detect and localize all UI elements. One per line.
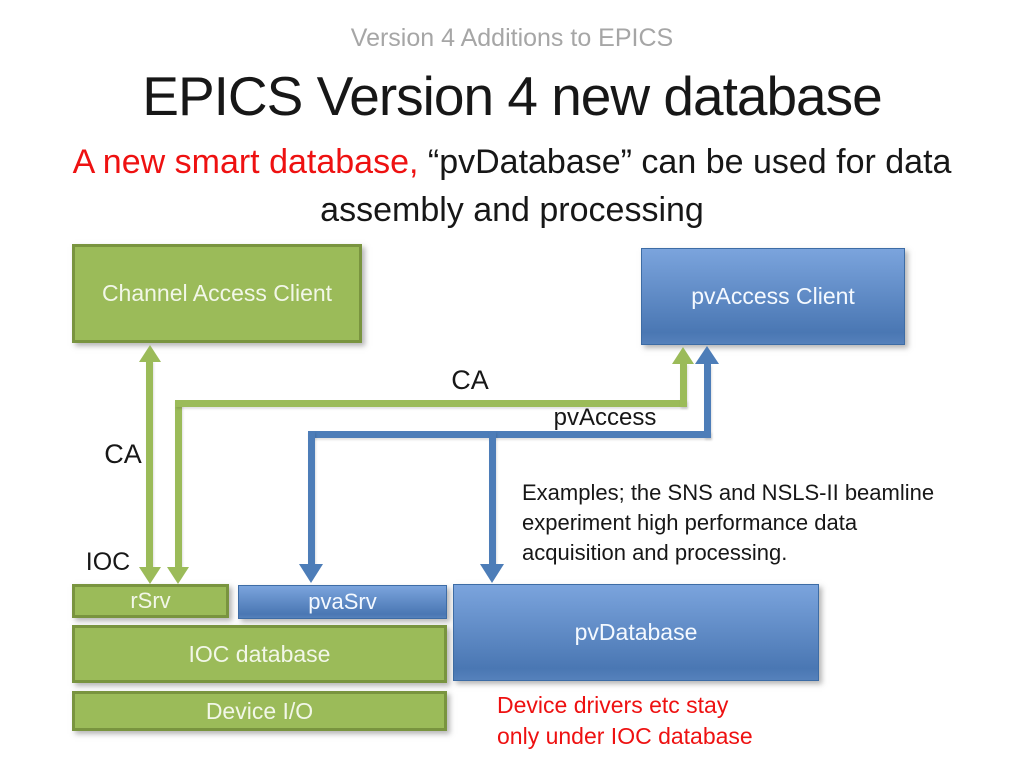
ca-path-horizontal-line [175, 400, 687, 407]
box-pvaccess-client: pvAccess Client [641, 248, 905, 345]
label-ioc: IOC [85, 548, 131, 576]
pvaccess-arrowhead-down-pvdatabase-icon [480, 564, 504, 583]
ca-path-arrowhead-up-icon [672, 347, 694, 364]
pvaccess-path-vertical-pvasrv-line [308, 431, 315, 565]
ca-double-arrow-line [146, 360, 153, 568]
ca-path-vertical-right-line [680, 363, 687, 407]
examples-note-line2: experiment high performance data [522, 510, 858, 535]
device-drivers-note: Device drivers etc stay only under IOC d… [497, 690, 827, 752]
box-device-io: Device I/O [72, 691, 447, 731]
box-rsrv: rSrv [72, 584, 229, 618]
label-ca-left: CA [104, 439, 142, 469]
slide-subtitle: A new smart database, “pvDatabase” can b… [0, 138, 1024, 234]
label-ca-top: CA [451, 365, 489, 395]
pvaccess-path-vertical-pvdatabase-line [489, 431, 496, 565]
examples-note-line3: acquisition and processing. [522, 540, 788, 565]
ca-path-vertical-left-line [175, 400, 182, 568]
label-pvaccess: pvAccess [553, 404, 657, 431]
ca-double-arrowhead-down-icon [139, 567, 161, 584]
subtitle-line2: assembly and processing [320, 191, 704, 229]
box-pvasrv: pvaSrv [238, 585, 447, 619]
subtitle-rest-text: “pvDatabase” can be used for data [418, 143, 952, 181]
pvaccess-path-vertical-right-line [704, 364, 711, 438]
subtitle-red-text: A new smart database, [72, 143, 419, 181]
slide-header: Version 4 Additions to EPICS [350, 24, 674, 52]
ca-path-arrowhead-down-icon [167, 567, 189, 584]
ca-double-arrowhead-up-icon [139, 345, 161, 362]
examples-note-line1: Examples; the SNS and NSLS-II beamline [522, 480, 935, 505]
pvaccess-path-horizontal-line [308, 431, 711, 438]
box-pvdatabase: pvDatabase [453, 584, 819, 681]
device-drivers-note-line1: Device drivers etc stay [497, 692, 729, 718]
pvaccess-arrowhead-down-pvasrv-icon [299, 564, 323, 583]
box-channel-access-client: Channel Access Client [72, 244, 362, 343]
pvaccess-arrowhead-up-icon [695, 346, 719, 364]
subtitle-line1: A new smart database, “pvDatabase” can b… [0, 138, 1024, 186]
device-drivers-note-line2: only under IOC database [497, 723, 753, 749]
page-title: EPICS Version 4 new database [142, 65, 882, 127]
box-ioc-database: IOC database [72, 625, 447, 683]
examples-note: Examples; the SNS and NSLS-II beamline e… [522, 478, 962, 568]
